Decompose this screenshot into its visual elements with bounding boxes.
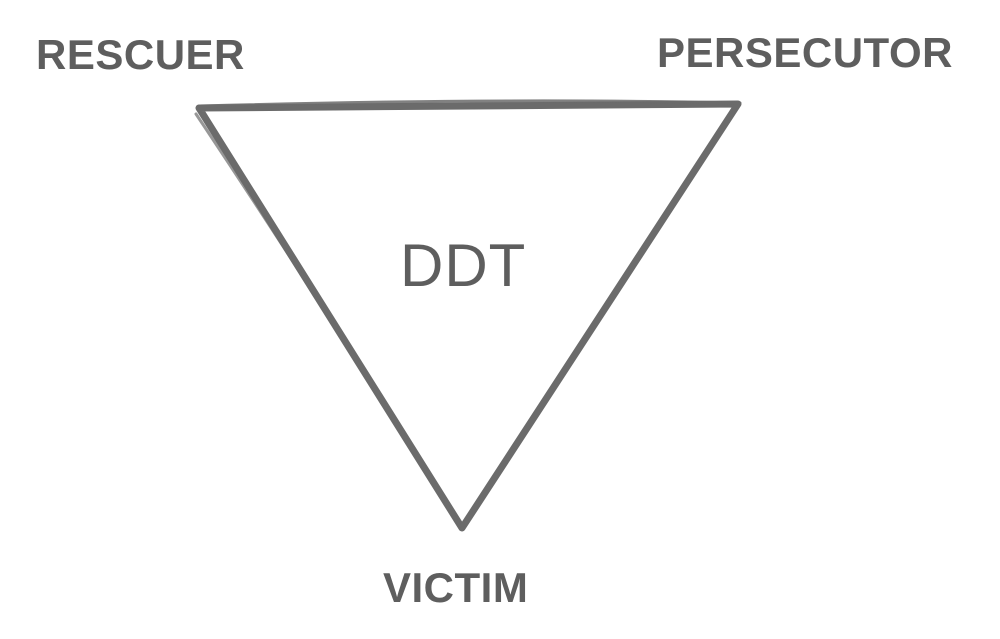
triangle-top-edge bbox=[198, 99, 742, 108]
center-label: DDT bbox=[400, 232, 527, 299]
triangle-left-edge bbox=[194, 112, 462, 528]
vertex-label-persecutor: PERSECUTOR bbox=[657, 29, 953, 76]
vertex-label-rescuer: RESCUER bbox=[36, 31, 245, 78]
triangle-outline bbox=[195, 100, 742, 532]
vertex-label-victim: VICTIM bbox=[383, 564, 529, 611]
